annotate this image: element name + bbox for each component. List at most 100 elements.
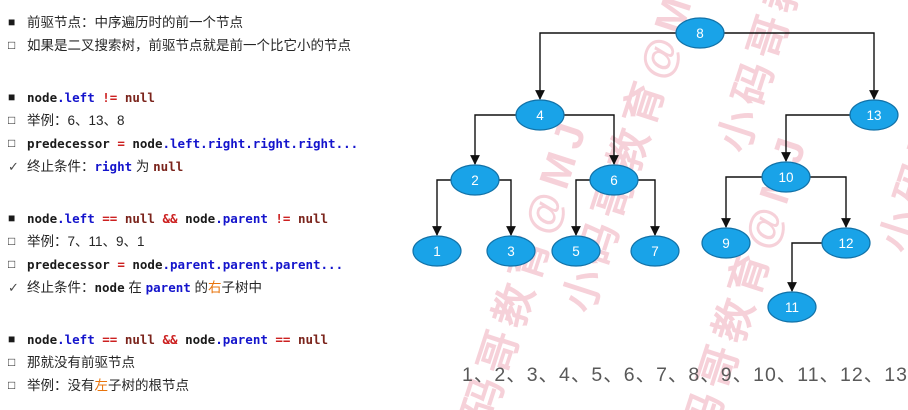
filled-bullet-icon: ■: [8, 211, 16, 225]
note-text-segment: node: [185, 332, 216, 347]
note-text-segment: node: [27, 211, 58, 226]
note-text-segment: ==: [94, 211, 125, 226]
tree-node-12: 12: [821, 227, 871, 259]
svg-text:13: 13: [866, 108, 881, 123]
note-text-segment: 在: [124, 280, 146, 295]
note-line: □ 那就没有前驱节点: [8, 351, 358, 374]
svg-text:12: 12: [838, 236, 853, 251]
hollow-bullet-icon: □: [8, 234, 16, 248]
note-text-segment: 举例：没有: [27, 378, 95, 393]
note-text-segment: node: [132, 257, 163, 272]
note-text-segment: .left: [57, 90, 95, 105]
filled-bullet-icon: ■: [8, 332, 16, 346]
tree-node-11: 11: [767, 291, 817, 323]
note-line: □ 举例：6、13、8: [8, 109, 358, 132]
hollow-bullet-icon: □: [8, 113, 16, 127]
note-text-segment: ==: [94, 332, 125, 347]
note-line: ✓终止条件：node 在 parent 的右子树中: [8, 276, 358, 299]
tree-edge-6-7: [638, 179, 660, 236]
hollow-bullet-icon: □: [8, 38, 16, 52]
svg-text:10: 10: [778, 170, 793, 185]
note-text-segment: 如果是二叉搜索树，前驱节点就是前一个比它小的节点: [27, 38, 351, 53]
note-text-segment: ==: [267, 332, 298, 347]
note-text-segment: 为: [132, 159, 154, 174]
note-line: □ 如果是二叉搜索树，前驱节点就是前一个比它小的节点: [8, 34, 358, 57]
tree-node-4: 4: [515, 99, 565, 131]
svg-text:6: 6: [610, 173, 618, 188]
check-bullet-icon: ✓: [8, 280, 19, 295]
note-text-segment: 子树中: [221, 280, 263, 295]
hollow-bullet-icon: □: [8, 257, 16, 271]
note-text-segment: 举例：7、11、9、1: [27, 234, 145, 249]
note-section: ■node.left == null && node.parent != nul…: [8, 207, 358, 299]
note-text-segment: null: [124, 90, 155, 105]
note-section: ■前驱节点：中序遍历时的前一个节点 □ 如果是二叉搜索树，前驱节点就是前一个比它小的…: [8, 11, 358, 57]
note-text-segment: .parent: [215, 332, 268, 347]
note-text-segment: 子树的根节点: [108, 378, 189, 393]
tree-edge-2-1: [432, 179, 451, 236]
hollow-bullet-icon: □: [8, 378, 16, 392]
note-text-segment: &&: [154, 332, 186, 347]
tree-node-10: 10: [761, 161, 811, 193]
note-section: ■node.left == null && node.parent == nul…: [8, 328, 358, 397]
note-line: ✓ 终止条件：right 为 null: [8, 155, 358, 178]
filled-bullet-icon: ■: [8, 90, 16, 104]
svg-text:5: 5: [572, 244, 580, 259]
svg-text:9: 9: [722, 236, 730, 251]
tree-edge-4-6: [564, 114, 619, 165]
note-line: ■node.left == null && node.parent == nul…: [8, 328, 358, 351]
tree-edge-4-2: [470, 114, 516, 165]
tree-node-3: 3: [486, 235, 536, 267]
note-line: ■node.left != null: [8, 86, 358, 109]
svg-text:7: 7: [651, 244, 659, 259]
note-text-segment: .left.right.right.right...: [162, 136, 359, 151]
tree-node-13: 13: [849, 99, 899, 131]
tree-edge-6-5: [571, 179, 590, 236]
note-line: □ 举例：7、11、9、1: [8, 230, 358, 253]
note-text-segment: node: [94, 280, 125, 295]
note-text-segment: null: [153, 159, 184, 174]
note-text-segment: null: [297, 211, 329, 226]
tree-node-7: 7: [630, 235, 680, 267]
tree-node-9: 9: [701, 227, 751, 259]
note-line: ■前驱节点：中序遍历时的前一个节点: [8, 11, 358, 34]
note-text-segment: 终止条件：: [27, 159, 95, 174]
tree-node-5: 5: [551, 235, 601, 267]
tree-node-2: 2: [450, 164, 500, 196]
note-text-segment: null: [124, 211, 155, 226]
note-text-segment: null: [124, 332, 155, 347]
svg-text:3: 3: [507, 244, 515, 259]
svg-text:1: 1: [433, 244, 441, 259]
hollow-bullet-icon: □: [8, 355, 16, 369]
note-text-segment: right: [94, 159, 133, 174]
note-text-segment: 的: [190, 280, 209, 295]
svg-text:8: 8: [696, 26, 704, 41]
note-text-segment: node: [185, 211, 216, 226]
check-bullet-icon: ✓: [8, 159, 19, 174]
note-line: □predecessor = node.parent.parent.parent…: [8, 253, 358, 276]
note-text-segment: =: [109, 136, 133, 151]
note-text-segment: parent: [145, 280, 191, 295]
note-text-segment: .left: [57, 211, 95, 226]
tree-edge-13-10: [781, 114, 850, 162]
note-text-segment: predecessor: [27, 257, 110, 272]
note-text-segment: node: [132, 136, 163, 151]
note-text-segment: &&: [154, 211, 186, 226]
note-text-segment: null: [297, 332, 329, 347]
note-text-segment: 那就没有前驱节点: [27, 355, 135, 370]
notes-panel: ■前驱节点：中序遍历时的前一个节点 □ 如果是二叉搜索树，前驱节点就是前一个比它小的…: [8, 11, 358, 410]
note-text-segment: .parent: [215, 211, 268, 226]
note-section: ■node.left != null □ 举例：6、13、8 □predecessor…: [8, 86, 358, 178]
tree-edge-8-13: [724, 32, 879, 100]
note-text-segment: 举例：6、13、8: [27, 113, 125, 128]
note-text-segment: .parent.parent.parent...: [162, 257, 344, 272]
svg-text:4: 4: [536, 108, 544, 123]
filled-bullet-icon: ■: [8, 15, 16, 29]
tree-edge-8-4: [535, 32, 676, 100]
svg-text:11: 11: [785, 300, 799, 315]
note-line: □predecessor = node.left.right.right.rig…: [8, 132, 358, 155]
note-text-segment: 左: [94, 378, 109, 393]
note-text-segment: .left: [57, 332, 95, 347]
